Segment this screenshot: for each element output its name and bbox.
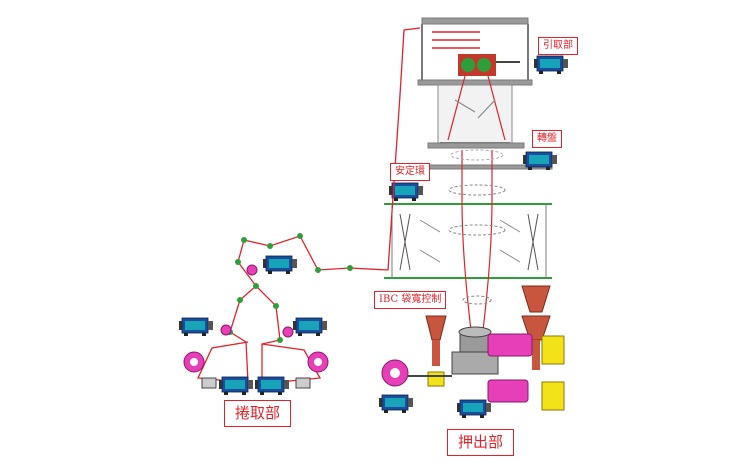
haul-off-nip-rolls <box>432 31 520 76</box>
film-bubble <box>448 149 506 341</box>
label-extruder: 押出部 <box>447 429 515 456</box>
winder-motor-right <box>292 317 328 337</box>
extruder-motor-left <box>378 394 414 414</box>
winder-motor-left <box>178 317 214 337</box>
guide-rollers <box>227 233 353 343</box>
winder-motor-bottom-left <box>218 376 254 396</box>
winder-motor-bottom-right <box>254 376 290 396</box>
film-path-winder-left <box>197 341 249 383</box>
label-ibc: IBC 袋寬控制 <box>374 291 447 309</box>
extruder-barrels <box>381 333 565 411</box>
turntable-motor <box>522 151 558 171</box>
winder-motor-top <box>262 255 298 275</box>
label-turntable: 轉盤 <box>532 130 562 148</box>
winder-rolls <box>183 264 329 389</box>
label-winder: 捲取部 <box>224 400 292 427</box>
extruder-motor-bottom <box>456 399 492 419</box>
die-head <box>451 326 499 375</box>
collapsing-frame <box>447 75 506 141</box>
label-stabilizer: 安定環 <box>390 163 430 181</box>
take-off-motor <box>533 55 569 75</box>
label-take-off: 引取部 <box>538 37 578 55</box>
